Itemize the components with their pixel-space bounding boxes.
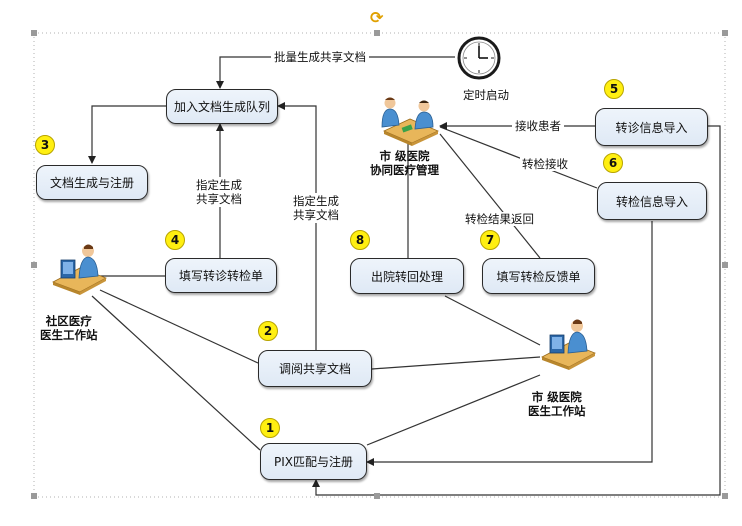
actor-name-line: 医生工作站 (40, 328, 98, 342)
resize-handle[interactable] (722, 262, 728, 268)
edge-queue-to-register (88, 105, 166, 164)
edge-discharge-to-citydoc (444, 295, 541, 346)
step-badge-3: 3 (35, 135, 55, 155)
step-badge-7: 7 (480, 230, 500, 250)
label-line: 共享文档 (293, 208, 339, 222)
label-line: 指定生成 (196, 178, 242, 192)
node-pix-match-register: PIX匹配与注册 (260, 443, 367, 480)
label-receive-patient: 接收患者 (512, 119, 564, 133)
resize-handle[interactable] (722, 30, 728, 36)
edge-exam-import-to-pix (366, 221, 653, 466)
step-badge-8: 8 (350, 230, 370, 250)
actor-name-line: 协同医疗管理 (370, 163, 439, 177)
edge-community-to-pix (91, 295, 261, 451)
actor-name-line: 市 级医院 (379, 149, 430, 163)
resize-handle[interactable] (31, 493, 37, 499)
node-referral-import: 转诊信息导入 (595, 108, 708, 146)
actor-city-coordination: 市 级医院 协同医疗管理 (370, 149, 439, 177)
edge-community-to-view (99, 289, 259, 364)
edge-feedback-to-coord (439, 133, 541, 259)
step-badge-1: 1 (260, 418, 280, 438)
node-view-shared-docs: 调阅共享文档 (258, 350, 372, 387)
edge-citydoc-to-pix (366, 374, 541, 446)
resize-handle[interactable] (722, 493, 728, 499)
label-exam-receive: 转检接收 (520, 157, 570, 171)
node-discharge-return: 出院转回处理 (350, 258, 464, 294)
label-batch-generate: 批量生成共享文档 (271, 50, 369, 64)
resize-handle[interactable] (31, 262, 37, 268)
actor-name-line: 社区医疗 (45, 314, 92, 328)
doctor-at-computer-icon-city (541, 319, 596, 370)
rotate-handle-icon[interactable]: ⟳ (370, 8, 384, 27)
label-specify-generate-right: 指定生成 共享文档 (291, 193, 341, 223)
step-badge-4: 4 (165, 230, 185, 250)
label-line: 指定生成 (293, 194, 339, 208)
node-add-to-queue: 加入文档生成队列 (166, 89, 278, 124)
edge-coord-to-exam (439, 126, 598, 189)
edge-view-to-citydoc (371, 356, 541, 370)
edge-batch (216, 56, 455, 89)
resize-handle[interactable] (374, 493, 380, 499)
clock-icon (457, 36, 501, 80)
actor-name-line: 市 级医院 (531, 390, 582, 404)
edge-view-to-queue (277, 102, 317, 350)
doctors-meeting-icon (381, 97, 439, 146)
actor-name-line: 医生工作站 (528, 404, 586, 418)
resize-handle[interactable] (374, 30, 380, 36)
node-fill-feedback-form: 填写转检反馈单 (482, 258, 595, 294)
step-badge-2: 2 (258, 321, 278, 341)
step-badge-5: 5 (604, 79, 624, 99)
resize-handle[interactable] (31, 30, 37, 36)
node-fill-referral-form: 填写转诊转检单 (165, 258, 277, 293)
label-line: 共享文档 (196, 192, 242, 206)
node-exam-import: 转检信息导入 (597, 182, 707, 220)
node-doc-generate-register: 文档生成与注册 (36, 165, 148, 200)
edge-referral-import-loop (312, 125, 721, 496)
actor-community-station: 社区医疗 医生工作站 (40, 314, 98, 342)
label-exam-result-return: 转检结果返回 (463, 212, 536, 226)
step-badge-6: 6 (603, 153, 623, 173)
label-specify-generate-left: 指定生成 共享文档 (194, 177, 244, 207)
actor-city-doctor-station: 市 级医院 医生工作站 (528, 390, 586, 418)
doctor-at-computer-icon-community (52, 244, 107, 295)
label-timer-start: 定时启动 (463, 88, 509, 102)
